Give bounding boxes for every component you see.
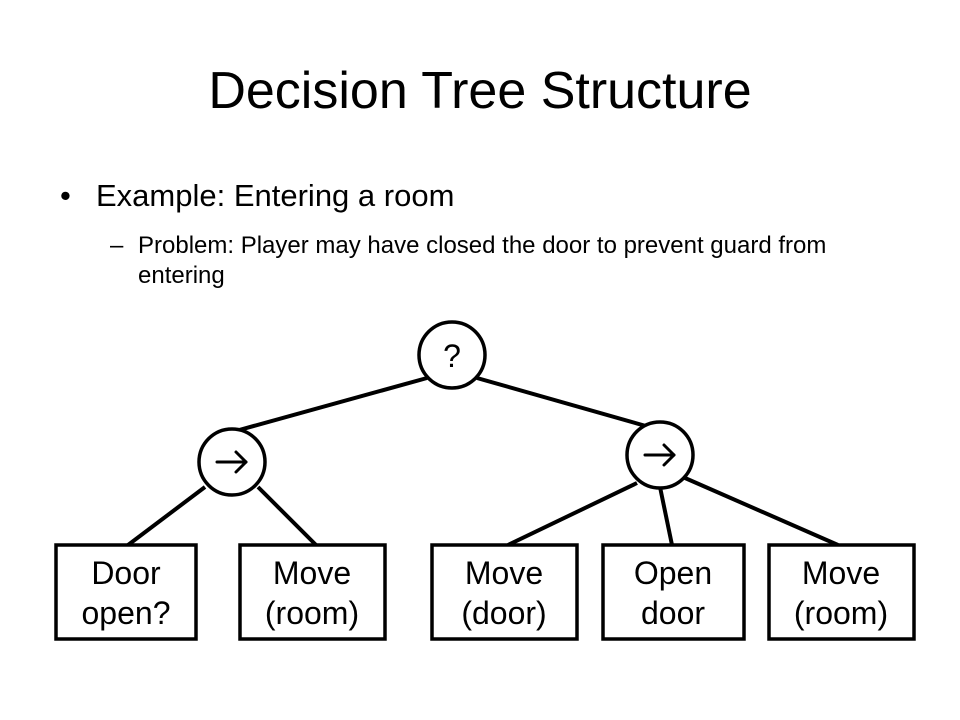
leaf-move-door-line1: Move xyxy=(465,555,543,591)
bullet-text: Example: Entering a room xyxy=(96,178,455,213)
sub-bullet-item: – Problem: Player may have closed the do… xyxy=(110,231,900,291)
slide-title: Decision Tree Structure xyxy=(208,62,752,120)
leaf-door-open-line1: Door xyxy=(91,555,161,591)
leaf-open-door-line1: Open xyxy=(634,555,712,591)
root-selector-node: ? xyxy=(417,320,487,390)
leaf-door-open: Door open? xyxy=(54,543,198,641)
sub-bullet-text: Problem: Player may have closed the door… xyxy=(138,232,827,289)
leaf-door-open-line2: open? xyxy=(82,595,171,631)
leaf-move-room-line1: Move xyxy=(273,555,351,591)
edge-right-sequence-to-open-door xyxy=(658,486,674,546)
edge-left-sequence-to-move-room xyxy=(256,485,318,547)
edge-left-sequence-to-door-open xyxy=(126,485,207,547)
edge-right-sequence-to-move-door xyxy=(507,481,638,547)
left-sequence-node xyxy=(197,427,267,497)
leaf-move-room-2-line2: (room) xyxy=(794,595,888,631)
bullet-marker: • xyxy=(60,178,71,213)
edge-right-sequence-to-move-room-2 xyxy=(684,476,839,547)
right-sequence-node xyxy=(625,420,695,490)
leaf-open-door: Open door xyxy=(601,543,746,641)
leaf-move-door-line2: (door) xyxy=(461,595,546,631)
root-selector-label: ? xyxy=(443,338,461,374)
leaf-move-room-2-line1: Move xyxy=(802,555,880,591)
edge-root-to-right-sequence xyxy=(476,376,661,432)
edge-root-to-left-sequence xyxy=(231,376,428,434)
leaf-move-door: Move (door) xyxy=(430,543,579,641)
leaf-move-room-line2: (room) xyxy=(265,595,359,631)
leaf-move-room-2: Move (room) xyxy=(767,543,916,641)
leaf-move-room: Move (room) xyxy=(238,543,387,641)
arrow-right-icon xyxy=(215,450,248,474)
leaf-open-door-line2: door xyxy=(641,595,705,631)
bullet-item: • Example: Entering a room xyxy=(60,176,454,216)
arrow-right-icon xyxy=(643,443,676,467)
sub-bullet-marker: – xyxy=(110,232,124,259)
